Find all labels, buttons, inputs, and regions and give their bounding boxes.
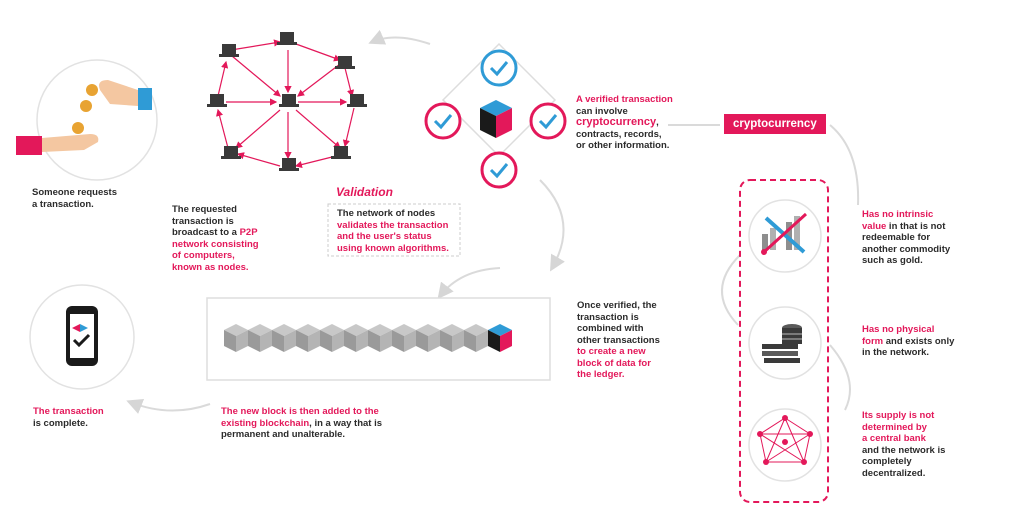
verified-line-2: can involve [576,105,628,117]
broadcast-text: The requested transaction is broadcast t… [172,204,259,273]
cryptocurrency-tag: cryptocurrency [724,114,826,134]
broadcast-line-2: transaction is [172,215,234,227]
check-circle-icon [480,49,518,87]
blockchain-blocks [224,324,512,352]
validation-graphic [424,42,567,189]
validation-text: The network of nodes validates the trans… [337,208,449,254]
verified-line-5: or other information. [576,140,670,151]
request-text: Someone requests a transaction. [32,187,117,210]
properties-panel [739,179,829,503]
chart-cross-icon [761,212,808,255]
added-line-3: permanent and unalterable. [221,429,346,440]
added-line-1: The new block is then added to the [221,406,379,417]
chain-block [296,324,320,352]
broadcast-line-5: of computers, [172,250,235,261]
verified-line-3: cryptocurrency, [576,116,659,128]
phone-check-icon [66,306,98,366]
coin-stack-icon [762,324,802,363]
combined-line-2: transaction is [577,311,639,323]
p2p-network [216,39,355,169]
combined-line-4: other transactions [577,334,660,346]
chain-block [416,324,440,352]
property-supply: Its supply is not determined by a centra… [862,410,946,479]
chain-block [248,324,272,352]
combined-line-6: block of data for [577,357,651,369]
request-line-1: Someone requests [32,187,117,198]
chain-block [464,324,488,352]
block-cube-icon [480,100,512,138]
p2p-highlight: P2P [239,227,258,238]
validation-line-1: The network of nodes [337,208,436,219]
complete-line-2: is complete. [33,417,88,429]
check-circle-icon [480,151,518,189]
hand-coins-icon [16,80,152,155]
flow-arrows [126,29,860,414]
block-cube-icon [488,324,512,352]
added-text: The new block is then added to the exist… [221,406,382,441]
chain-block [320,324,344,352]
combined-line-3: combined with [577,323,644,334]
validation-title: Validation [336,185,393,199]
verified-text: A verified transaction can involve crypt… [576,94,673,152]
hand-coins-circle [36,59,158,181]
chain-block [440,324,464,352]
validation-line-2: validates the transaction [337,219,449,231]
validation-line-4: using known algorithms. [337,242,449,254]
combined-line-7: the ledger. [577,369,625,380]
combined-line-5: to create a new [577,346,646,357]
chain-block [368,324,392,352]
request-line-2: a transaction. [32,198,94,210]
verified-line-1: A verified transaction [576,94,673,105]
verified-line-4: contracts, records, [576,128,662,140]
chain-block [272,324,296,352]
combined-text: Once verified, the transaction is combin… [577,300,660,381]
chain-block [392,324,416,352]
crypto-highlight: cryptocurrency [576,116,657,128]
combined-line-1: Once verified, the [577,300,657,311]
broadcast-line-6: known as nodes. [172,261,249,273]
complete-line-1: The transaction [33,406,104,417]
check-circle-icon [424,102,462,140]
broadcast-line-4: network consisting [172,238,259,250]
property-physical-form: Has no physical form and exists only in … [862,324,955,358]
property-intrinsic-value: Has no intrinsic value in that is not re… [862,209,951,266]
broadcast-line-1: The requested [172,204,237,215]
added-line-2: existing blockchain, in a way that is [221,417,383,429]
complete-text: The transaction is complete. [33,406,104,429]
validation-line-3: and the user's status [337,231,432,242]
check-circle-icon [529,102,567,140]
chain-block [344,324,368,352]
chain-block [224,324,248,352]
network-mesh-icon [757,415,813,465]
broadcast-line-3: broadcast to a P2P [172,227,258,238]
computer-node-icons [207,32,367,171]
